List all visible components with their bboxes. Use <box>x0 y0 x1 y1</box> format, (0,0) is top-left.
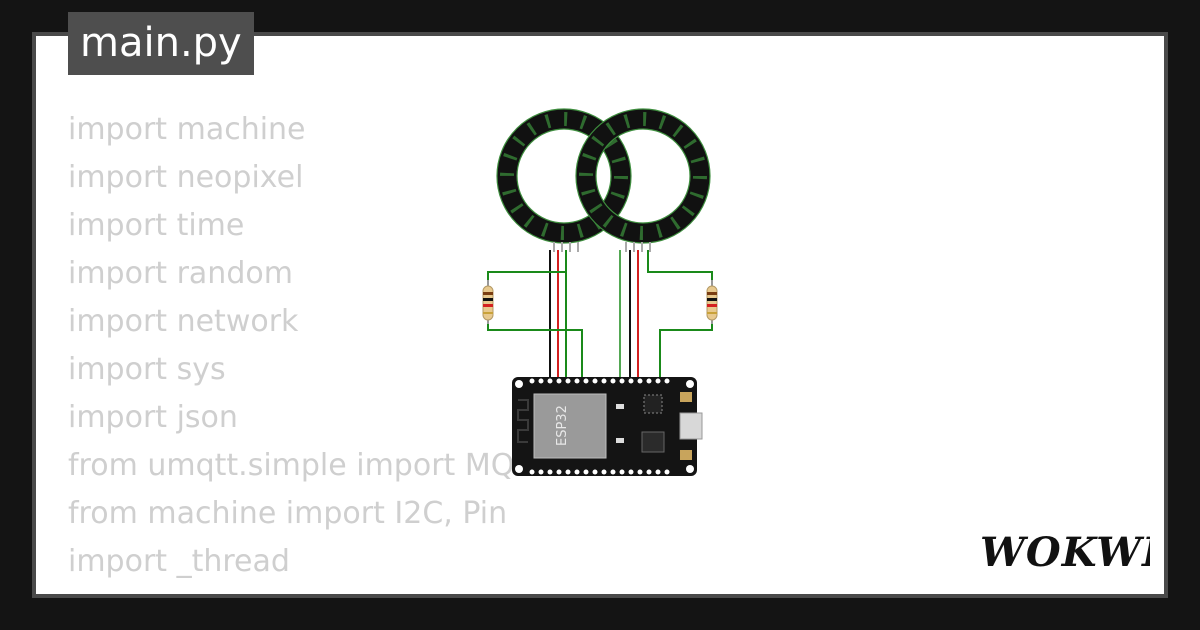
code-line: from machine import I2C, Pin <box>68 496 508 531</box>
wire-green <box>487 320 583 380</box>
code-line: import sys <box>68 352 226 387</box>
code-line: import machine <box>68 112 306 147</box>
wires <box>487 250 713 380</box>
regulator <box>641 431 665 453</box>
code-line: import json <box>68 400 238 435</box>
button-boot <box>680 392 692 402</box>
wokwi-logo[interactable]: WOKWI <box>978 528 1150 578</box>
code-line: from neopixel import NeoPixel as ring_ne… <box>68 586 775 594</box>
code-line: import neopixel <box>68 160 304 195</box>
neopixel-ring-left[interactable] <box>496 108 632 252</box>
esp32-module <box>533 393 607 459</box>
chip-label: ESP32 <box>555 405 570 446</box>
wire-green <box>647 250 713 286</box>
code-line: import time <box>68 208 245 243</box>
esp32-board[interactable]: ESP32 <box>512 377 703 476</box>
resistor-right[interactable] <box>706 280 718 324</box>
usb-port <box>679 412 703 440</box>
wire-green <box>487 271 566 286</box>
code-line: import _thread <box>68 544 290 579</box>
file-tab[interactable]: main.py <box>68 12 254 75</box>
header-pins-top <box>529 378 670 384</box>
wire-green <box>659 320 713 380</box>
button-reset <box>680 450 692 460</box>
ic-chip <box>643 394 663 414</box>
code-preview: import machine import neopixel import ti… <box>68 106 775 594</box>
resistor-left[interactable] <box>482 280 494 324</box>
neopixel-ring-right[interactable] <box>575 108 711 252</box>
header-pins-bottom <box>529 469 670 475</box>
antenna-trace <box>517 399 529 443</box>
code-line: import network <box>68 304 299 339</box>
code-line: import random <box>68 256 293 291</box>
logo-text: WOKWI <box>980 529 1150 576</box>
